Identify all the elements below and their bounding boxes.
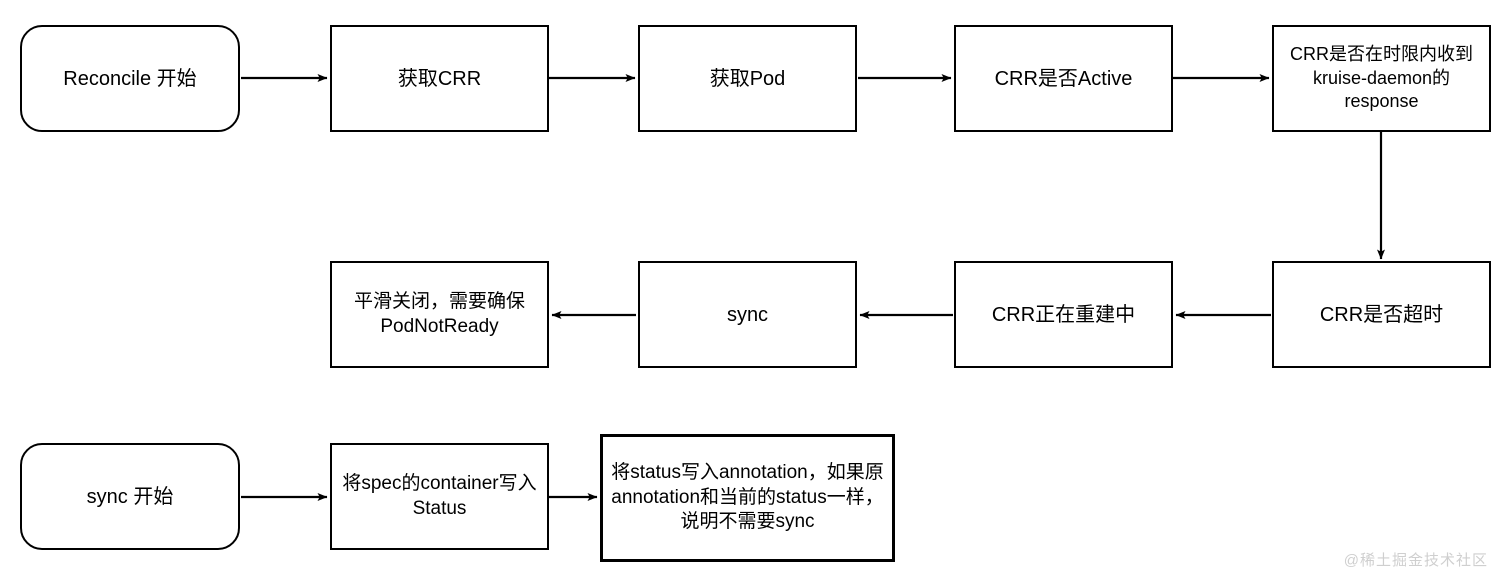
node-label: sync bbox=[726, 303, 769, 326]
node-reconcile-start[interactable]: Reconcile 开始 bbox=[20, 25, 240, 132]
watermark: @稀土掘金技术社区 bbox=[1343, 552, 1488, 569]
node-label: 将status写入annotation，如果原annotation和当前的sta… bbox=[611, 461, 884, 533]
node-sync-start[interactable]: sync 开始 bbox=[20, 443, 240, 550]
node-label: sync 开始 bbox=[86, 485, 174, 508]
node-label: 将spec的container写入Status bbox=[342, 472, 537, 519]
node-label: 平滑关闭，需要确保PodNotReady bbox=[353, 290, 525, 337]
node-get-pod[interactable]: 获取Pod bbox=[638, 25, 857, 132]
node-label: CRR正在重建中 bbox=[991, 303, 1136, 326]
node-sync[interactable]: sync bbox=[638, 261, 857, 368]
node-label: CRR是否Active bbox=[994, 67, 1133, 90]
node-graceful-shutdown[interactable]: 平滑关闭，需要确保PodNotReady bbox=[330, 261, 549, 368]
node-write-spec-container[interactable]: 将spec的container写入Status bbox=[330, 443, 549, 550]
node-label: CRR是否超时 bbox=[1319, 303, 1444, 326]
node-crr-response-in-time[interactable]: CRR是否在时限内收到kruise-daemon的response bbox=[1272, 25, 1491, 132]
node-label: 获取CRR bbox=[397, 67, 482, 90]
node-label: Reconcile 开始 bbox=[63, 67, 197, 90]
node-crr-timeout[interactable]: CRR是否超时 bbox=[1272, 261, 1491, 368]
node-get-crr[interactable]: 获取CRR bbox=[330, 25, 549, 132]
node-crr-active[interactable]: CRR是否Active bbox=[954, 25, 1173, 132]
node-crr-rebuilding[interactable]: CRR正在重建中 bbox=[954, 261, 1173, 368]
node-write-status-annotation[interactable]: 将status写入annotation，如果原annotation和当前的sta… bbox=[600, 434, 895, 562]
node-label: 获取Pod bbox=[709, 67, 786, 90]
node-label: CRR是否在时限内收到kruise-daemon的response bbox=[1290, 44, 1473, 112]
